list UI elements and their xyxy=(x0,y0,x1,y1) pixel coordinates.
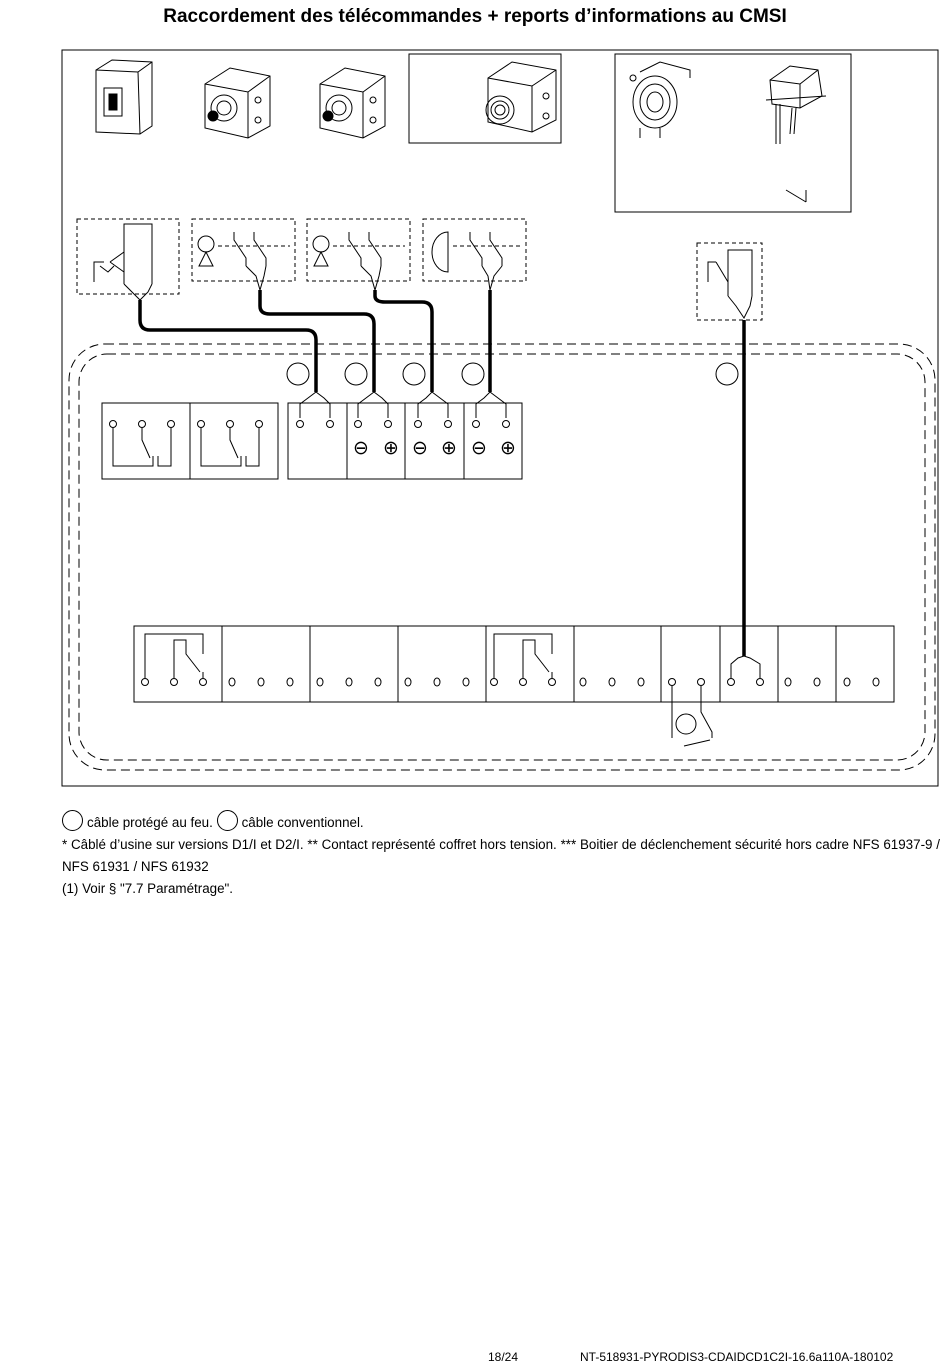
wiring-diagram: ⊖ ⊕ ⊖ ⊕ ⊖ ⊕ xyxy=(61,49,939,787)
terminal-minus-1: ⊖ xyxy=(353,437,369,459)
contact-module-1 xyxy=(93,223,153,301)
upper-cable-forks xyxy=(299,391,507,418)
upper-relay-block-1 xyxy=(101,402,191,480)
fire-cable-legend-icon xyxy=(62,810,83,831)
terminal-plus-2: ⊕ xyxy=(441,437,457,459)
switch-box-illustration xyxy=(95,59,153,135)
push-button-box-2-illustration xyxy=(319,67,386,139)
note-star: * Câblé d’usine sur versions D1/I et D2/… xyxy=(62,837,940,874)
legend-fire-text: câble protégé au feu. xyxy=(87,815,213,830)
actuator-box-frame xyxy=(614,53,852,213)
magnet-actuator-illustration xyxy=(629,61,691,138)
page-title: Raccordement des télécommandes + reports… xyxy=(163,6,787,27)
lower-relay-1 xyxy=(141,633,207,686)
legend-line: câble protégé au feu. câble conventionne… xyxy=(62,810,940,834)
external-bridge-contact xyxy=(671,686,713,747)
contact-module-5 xyxy=(707,249,753,319)
terminal-minus-3: ⊖ xyxy=(471,437,487,459)
upper-terminal-strip xyxy=(287,402,523,480)
note-ref: (1) Voir § "7.7 Paramétrage". xyxy=(62,881,234,896)
contact-module-3 xyxy=(312,232,382,292)
diagram-frame xyxy=(61,49,939,787)
lower-terminal-row xyxy=(133,625,895,703)
terminal-plus-3: ⊕ xyxy=(500,437,516,459)
cmsi-enclosure xyxy=(68,343,936,771)
lower-relay-2 xyxy=(490,633,556,686)
upper-relay-block-2 xyxy=(189,402,279,480)
terminal-plus-1: ⊕ xyxy=(383,437,399,459)
rotary-control-illustration xyxy=(485,61,557,133)
page-number: 18/24 xyxy=(488,1350,519,1364)
conventional-cable-legend-icon xyxy=(216,810,238,831)
rotary-box-frame xyxy=(408,53,562,144)
lower-cable-fork xyxy=(730,655,761,678)
terminal-minus-2: ⊖ xyxy=(412,437,428,459)
cable-marker-circles xyxy=(286,362,739,386)
contact-module-frames xyxy=(76,218,763,321)
cables xyxy=(138,290,746,656)
document-reference: NT-518931-PYRODIS3-CDAIDCD1C2I-16.6a110A… xyxy=(580,1350,894,1364)
diagram-notes: câble protégé au feu. câble conventionne… xyxy=(62,810,940,900)
legend-conventional-text: câble conventionnel. xyxy=(241,815,364,830)
motor-actuator-illustration xyxy=(765,65,827,203)
lower-terminal-points xyxy=(228,677,880,687)
push-button-box-1-illustration xyxy=(204,67,271,139)
